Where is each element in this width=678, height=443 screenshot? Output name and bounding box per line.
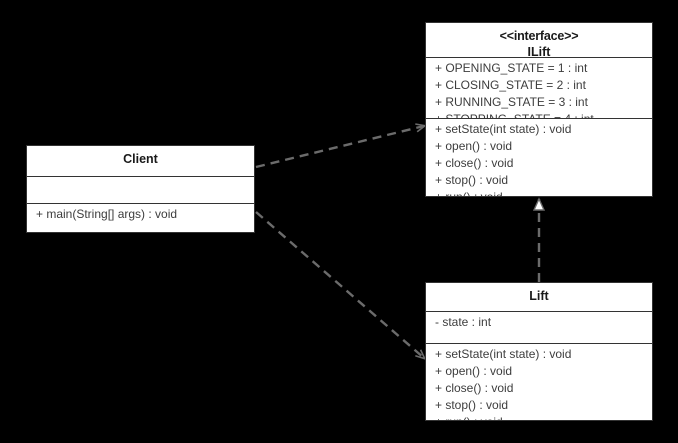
- class-methods-lift: + setState(int state) : void + open() : …: [426, 343, 652, 420]
- stereotype-label-ilift: <<interface>>: [499, 29, 579, 43]
- class-header-ilift: <<interface>> ILift: [426, 23, 652, 57]
- class-box-ilift[interactable]: <<interface>> ILift + OPENING_STATE = 1 …: [425, 22, 653, 197]
- member-item: + run() : void: [435, 190, 503, 197]
- class-name-client: Client: [123, 152, 158, 166]
- method-list-lift: + setState(int state) : void + open() : …: [426, 344, 652, 420]
- class-header-client: Client: [27, 146, 254, 176]
- class-methods-ilift: + setState(int state) : void + open() : …: [426, 118, 652, 197]
- class-attributes-client: [27, 176, 254, 203]
- method-list-ilift: + setState(int state) : void + open() : …: [426, 119, 652, 197]
- member-item: + RUNNING_STATE = 3 : int: [435, 95, 588, 109]
- class-name-ilift: ILift: [527, 45, 551, 57]
- class-box-lift[interactable]: Lift - state : int + setState(int state)…: [425, 282, 653, 421]
- class-methods-client: + main(String[] args) : void: [27, 203, 254, 232]
- member-item: + setState(int state) : void: [435, 122, 572, 136]
- member-item: + stop() : void: [435, 173, 509, 187]
- member-item: + stop() : void: [435, 398, 509, 412]
- member-item: + CLOSING_STATE = 2 : int: [435, 78, 586, 92]
- attribute-list-lift: - state : int: [426, 312, 652, 331]
- member-item: + OPENING_STATE = 1 : int: [435, 61, 588, 75]
- attribute-list-ilift: + OPENING_STATE = 1 : int + CLOSING_STAT…: [426, 58, 652, 118]
- member-item: + open() : void: [435, 139, 513, 153]
- member-item: - state : int: [435, 315, 492, 329]
- member-item: + setState(int state) : void: [435, 347, 572, 361]
- class-attributes-lift: - state : int: [426, 311, 652, 343]
- member-item: + STOPPING_STATE = 4 : int: [426, 111, 652, 118]
- class-attributes-ilift: + OPENING_STATE = 1 : int + CLOSING_STAT…: [426, 57, 652, 118]
- edge-client-to-ilift: [255, 123, 427, 169]
- class-name-lift: Lift: [529, 289, 549, 303]
- member-item: + close() : void: [435, 381, 514, 395]
- member-item: + run() : void: [426, 414, 652, 420]
- edge-client-to-lift: [255, 211, 427, 360]
- member-item: + open() : void: [435, 364, 513, 378]
- member-item: + main(String[] args) : void: [36, 207, 178, 221]
- method-list-client: + main(String[] args) : void: [27, 204, 254, 223]
- class-box-client[interactable]: Client + main(String[] args) : void: [26, 145, 255, 233]
- class-header-lift: Lift: [426, 283, 652, 311]
- member-item: + close() : void: [435, 156, 514, 170]
